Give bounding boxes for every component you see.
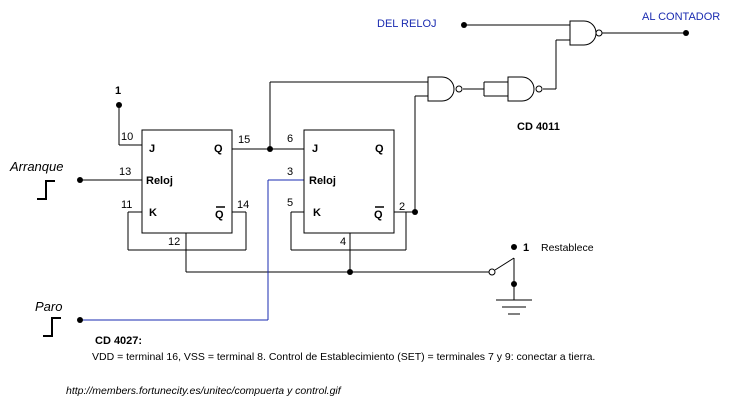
wires xyxy=(80,24,686,315)
ff1-reloj-label: Reloj xyxy=(146,175,173,187)
note-text: VDD = terminal 16, VSS = terminal 8. Con… xyxy=(92,351,595,363)
nand-gate-1-bubble-icon xyxy=(455,85,463,93)
nand-gate-3-bubble-icon xyxy=(595,29,603,37)
ff2-pin-j: 6 xyxy=(287,133,293,145)
ff1-pin-k: 11 xyxy=(121,199,132,211)
ff2-pin-clk: 3 xyxy=(287,166,293,178)
ff1-pin-bottom: 12 xyxy=(168,236,180,248)
ff1-j-label: J xyxy=(149,143,155,155)
ff2-j-label: J xyxy=(312,143,318,155)
cd4027-label: CD 4027: xyxy=(95,335,142,347)
blue-wires xyxy=(80,179,304,321)
paro-label: Paro xyxy=(35,299,62,314)
ff2-k-label: K xyxy=(313,207,321,219)
ff1-q-label: Q xyxy=(214,143,223,155)
ff2-qbar-label: Q xyxy=(374,209,383,221)
ff1-pin-q: 15 xyxy=(238,134,250,146)
nand-gate-1-icon xyxy=(427,76,455,102)
switch-contact-icon xyxy=(488,268,496,276)
ff1-pin-qbar: 14 xyxy=(237,199,249,211)
paro-step-icon xyxy=(43,317,61,337)
al-contador-label: AL CONTADOR xyxy=(642,11,720,23)
flipflop-1-box xyxy=(141,129,233,234)
del-reloj-label: DEL RELOJ xyxy=(377,18,437,30)
flipflop-2-box xyxy=(303,129,395,234)
ff1-pin-clk: 13 xyxy=(119,166,131,178)
cd4011-label: CD 4011 xyxy=(517,121,560,133)
nand-gate-2-bubble-icon xyxy=(535,85,543,93)
ff2-reloj-label: Reloj xyxy=(309,175,336,187)
one-reset-label: 1 xyxy=(523,242,529,254)
junctions xyxy=(77,22,689,323)
nand-gate-3-icon xyxy=(569,20,597,46)
one-top-label: 1 xyxy=(115,85,121,97)
arranque-step-icon xyxy=(37,180,55,200)
ff2-pin-qbar: 2 xyxy=(399,201,405,213)
ff1-qbar-label: Q xyxy=(215,209,224,221)
arranque-label: Arranque xyxy=(9,159,63,174)
ff2-pin-k: 5 xyxy=(287,197,293,209)
ff2-pin-bottom: 4 xyxy=(340,236,346,248)
restablece-label: Restablece xyxy=(541,242,594,254)
nand-gate-2-icon xyxy=(507,76,535,102)
source-url: http://members.fortunecity.es/unitec/com… xyxy=(66,385,342,397)
ff1-pin-j: 10 xyxy=(121,131,133,143)
ff1-k-label: K xyxy=(149,207,157,219)
ff2-q-label: Q xyxy=(375,143,384,155)
